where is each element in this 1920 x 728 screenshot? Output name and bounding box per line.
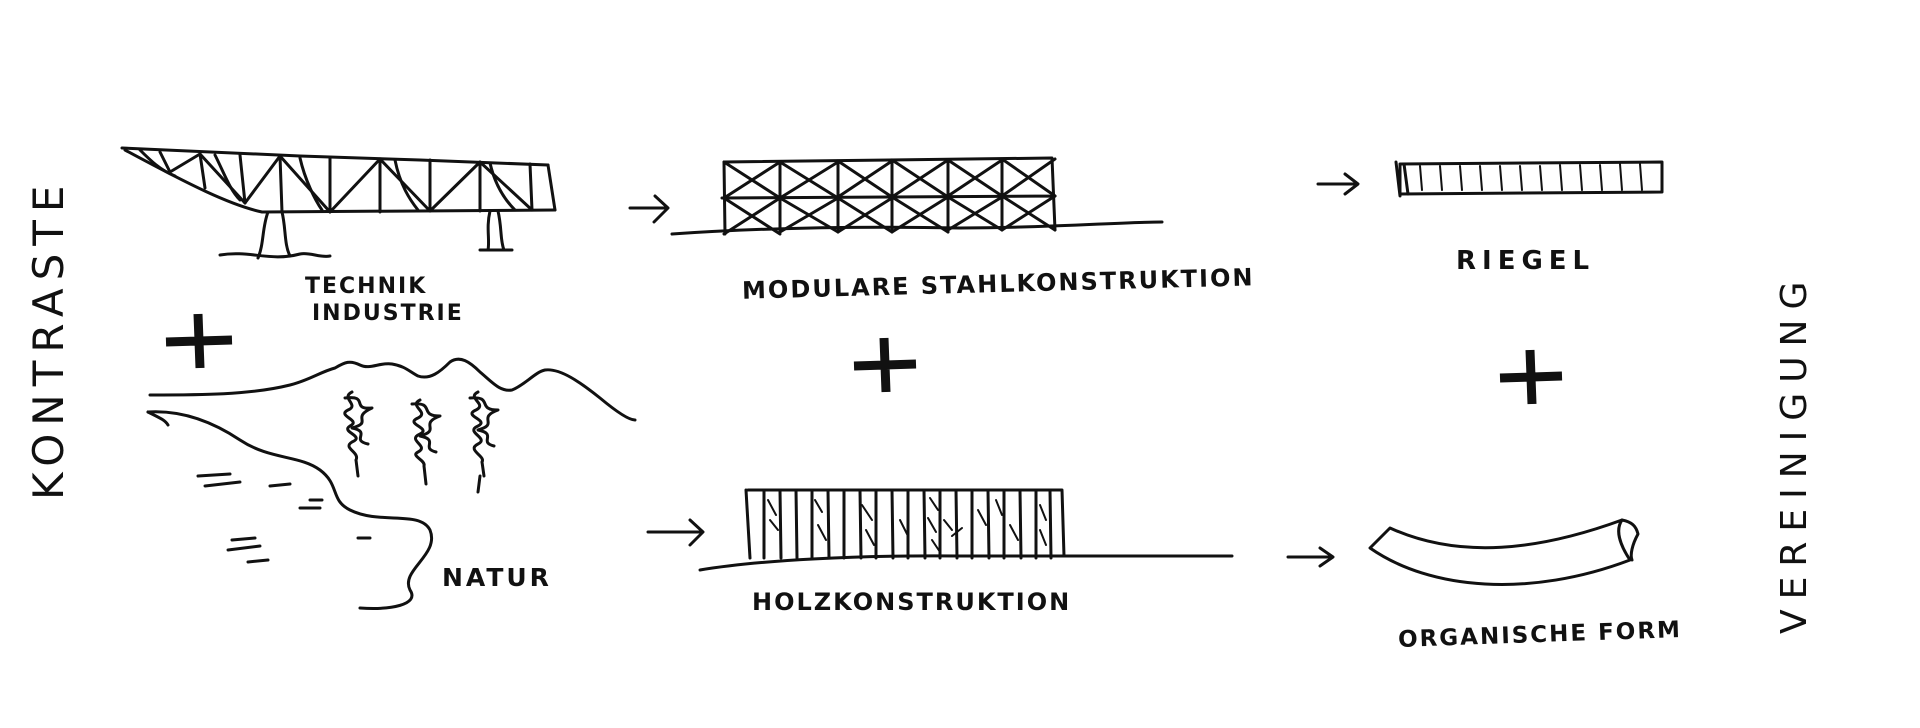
label-natur: NATUR [442, 565, 552, 590]
truss-bridge-sketch [122, 148, 555, 258]
title-vereinigung: VEREINIGUNG [1774, 272, 1815, 634]
plus-icon [854, 338, 916, 392]
riegel-beam-sketch [1396, 162, 1662, 196]
arrow-icon [1318, 174, 1358, 194]
timber-construction-sketch [700, 490, 1232, 570]
label-holzkonstruktion: HOLZKONSTRUKTION [752, 590, 1071, 614]
label-technik: TECHNIK [305, 276, 427, 298]
label-riegel: RIEGEL [1456, 248, 1595, 274]
plus-signs [166, 314, 1562, 404]
plus-icon [1500, 350, 1562, 404]
modular-steel-sketch [672, 158, 1162, 234]
arrow-icon [630, 196, 668, 222]
title-kontraste: KONTRASTE [24, 178, 73, 500]
plus-icon [166, 314, 232, 368]
label-industrie: INDUSTRIE [312, 303, 464, 325]
arrow-icon [648, 520, 703, 545]
arrow-icon [1288, 548, 1333, 566]
nature-landscape-sketch [148, 359, 635, 608]
organic-form-sketch [1370, 520, 1638, 584]
arrows [630, 174, 1358, 566]
